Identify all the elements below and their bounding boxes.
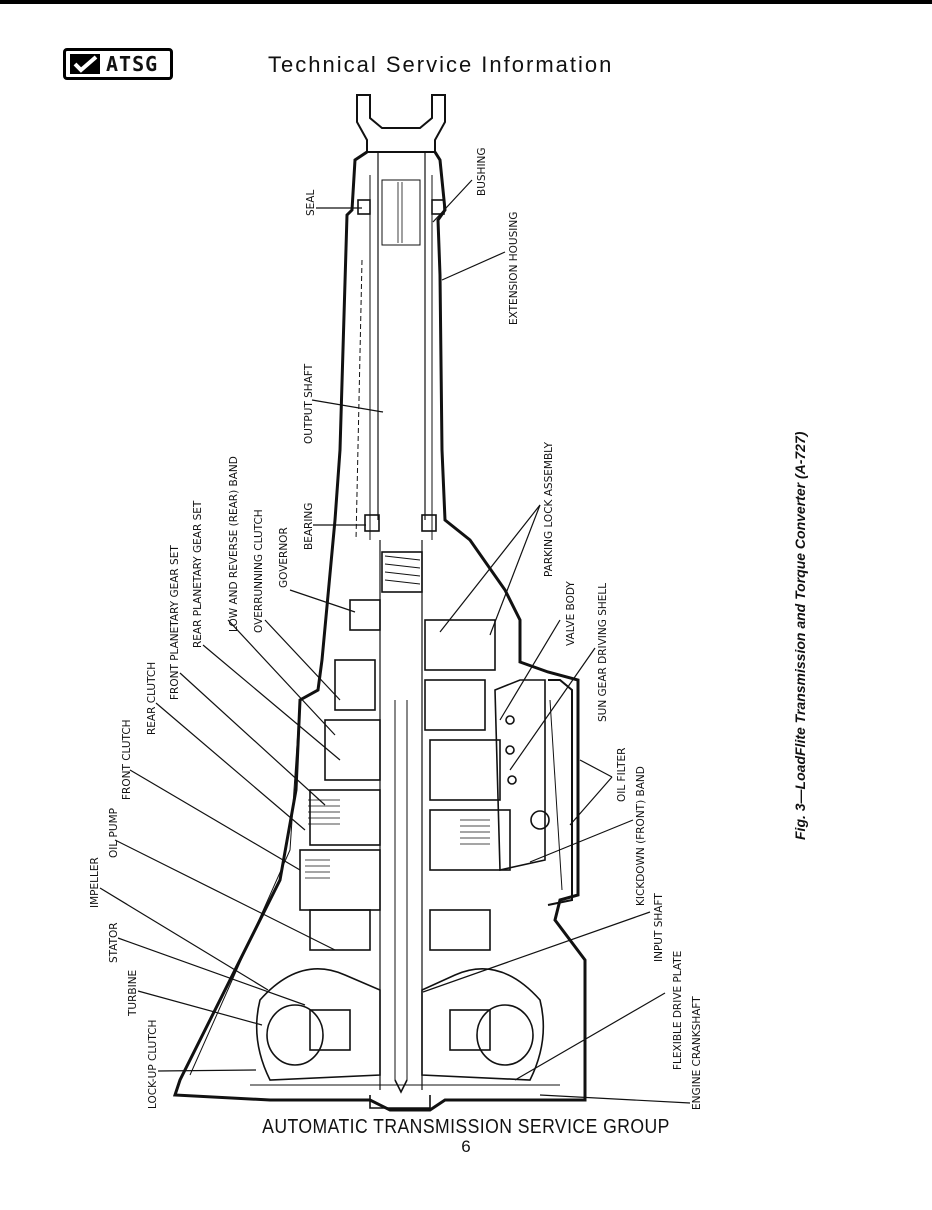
label-front-clutch: FRONT CLUTCH (121, 719, 133, 800)
leader-lines (99, 179, 691, 1104)
label-governor: GOVERNOR (278, 527, 290, 588)
label-rear-clutch: REAR CLUTCH (146, 662, 158, 735)
label-turbine: TURBINE (127, 970, 139, 1017)
label-stator: STATOR (108, 922, 120, 963)
checkmark-icon (70, 54, 100, 74)
label-bearing: BEARING (303, 503, 315, 550)
page-number: 6 (461, 1137, 471, 1156)
housing-outline (172, 150, 587, 1112)
label-oil-pump: OIL PUMP (108, 808, 120, 858)
label-oil-filter: OIL FILTER (616, 748, 628, 802)
label-output-shaft: OUTPUT SHAFT (303, 363, 315, 444)
transmission-drawing (172, 94, 587, 1112)
label-seal: SEAL (305, 190, 317, 216)
label-low-reverse-band: LOW AND REVERSE (REAR) BAND (228, 456, 240, 632)
label-input-shaft: INPUT SHAFT (653, 893, 665, 962)
label-lockup-clutch: LOCK-UP CLUTCH (147, 1020, 159, 1109)
label-engine-crankshaft: ENGINE CRANKSHAFT (691, 996, 703, 1110)
label-kickdown-band: KICKDOWN (FRONT) BAND (635, 766, 647, 906)
label-valve-body: VALVE BODY (565, 581, 577, 646)
output-yoke (356, 94, 446, 153)
top-border (0, 0, 932, 4)
label-parking-lock: PARKING LOCK ASSEMBLY (543, 441, 555, 577)
atsg-logo: ATSG (63, 48, 173, 80)
label-rear-planetary: REAR PLANETARY GEAR SET (192, 500, 204, 648)
page-title: Technical Service Information (268, 52, 614, 77)
output-shaft-lines (377, 152, 426, 520)
label-front-planetary: FRONT PLANETARY GEAR SET (169, 545, 181, 700)
part-labels: SEAL BUSHING EXTENSION HOUSING OUTPUT SH… (89, 147, 703, 1110)
footer-org: AUTOMATIC TRANSMISSION SERVICE GROUP (262, 1116, 670, 1138)
label-extension-housing: EXTENSION HOUSING (508, 212, 520, 325)
label-overrunning-clutch: OVERRUNNING CLUTCH (253, 509, 265, 633)
label-impeller: IMPELLER (89, 857, 101, 908)
label-flex-plate: FLEXIBLE DRIVE PLATE (672, 951, 684, 1070)
label-bushing: BUSHING (476, 147, 488, 196)
label-sun-gear-shell: SUN GEAR DRIVING SHELL (597, 583, 609, 722)
logo-text: ATSG (106, 52, 159, 76)
figure-caption: Fig. 3—LoadFlite Transmission and Torque… (792, 431, 808, 840)
main-shaft-lines (379, 540, 423, 1090)
